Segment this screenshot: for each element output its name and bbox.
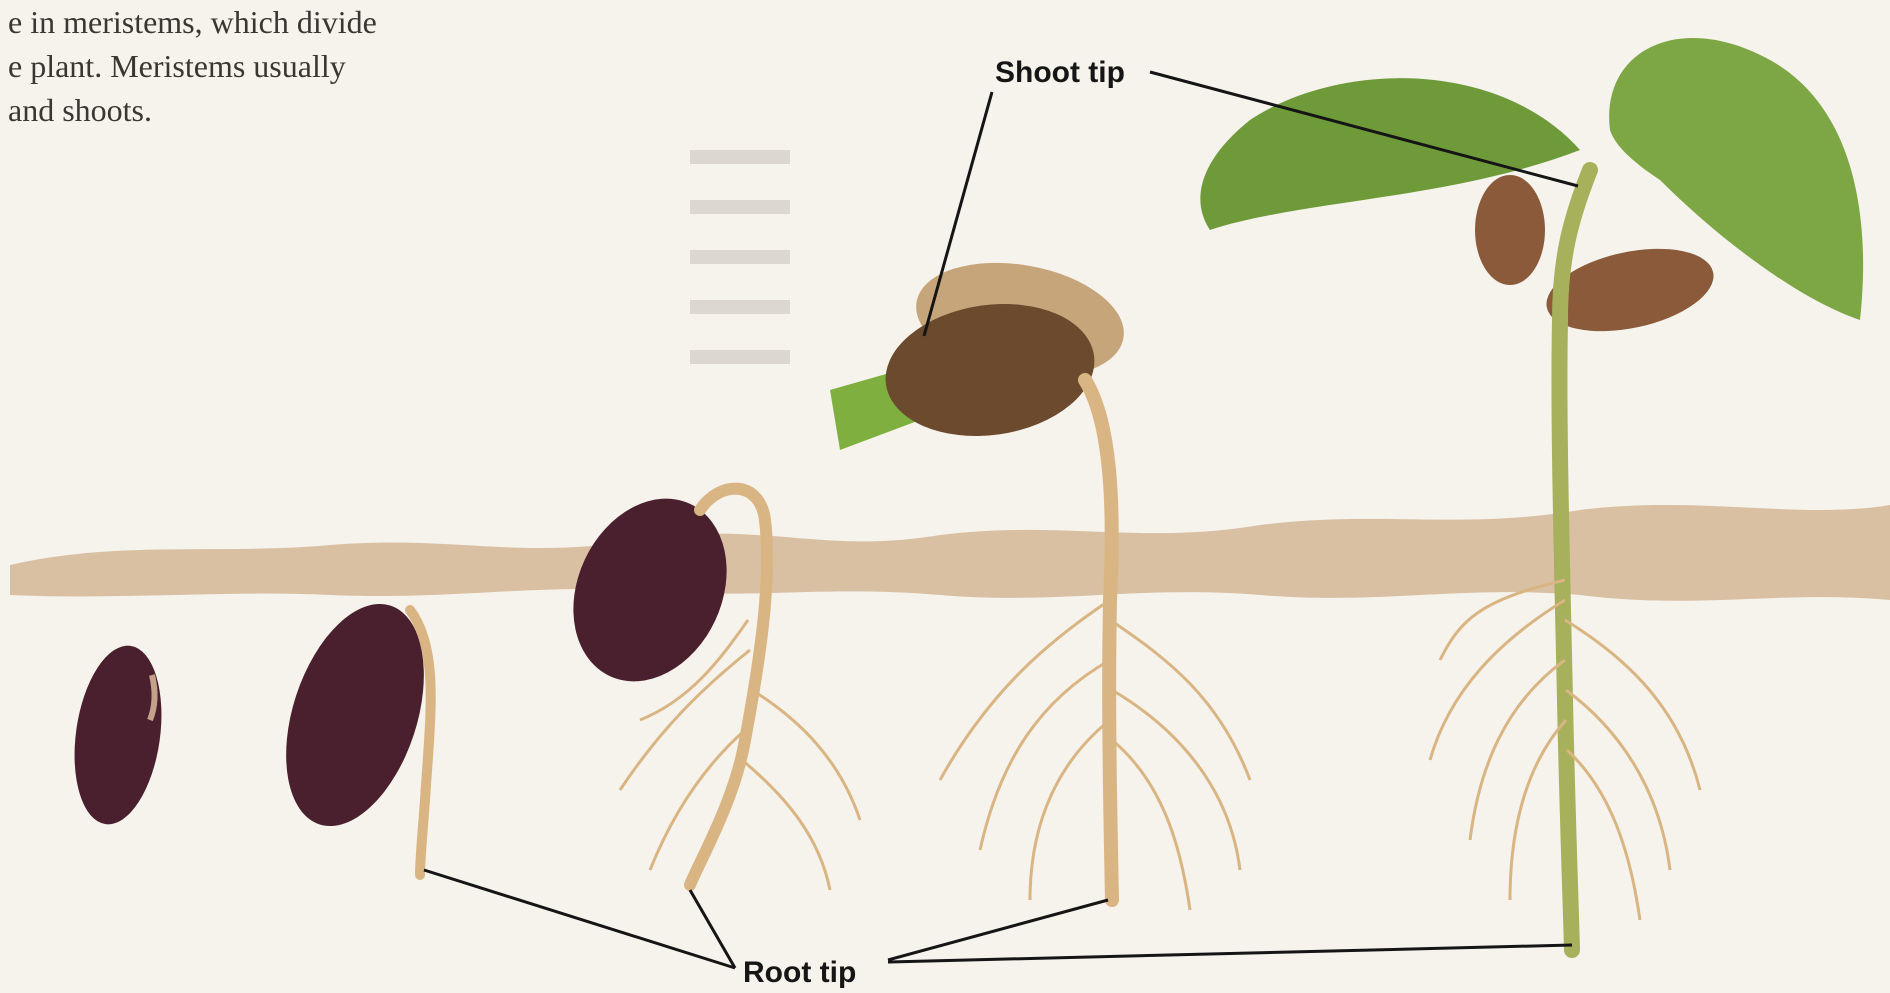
stem <box>1085 380 1112 900</box>
soil-surface <box>10 505 1890 601</box>
bean-seed <box>64 640 172 830</box>
stage-hook-emerging <box>545 473 860 890</box>
shoot-tip-label: Shoot tip <box>995 56 1125 89</box>
root-tip-annotation: Root tip <box>424 870 1572 989</box>
stage-seed <box>64 640 172 830</box>
root-tip-leader-stage-5 <box>888 945 1572 962</box>
root-tip-label: Root tip <box>743 956 856 989</box>
cotyledon-upper <box>1475 175 1545 285</box>
root-tip-leader-stage-4 <box>888 900 1108 960</box>
faint-background-print <box>690 150 790 364</box>
stage-radicle-emerging <box>260 586 449 875</box>
lateral-roots <box>940 600 1250 910</box>
